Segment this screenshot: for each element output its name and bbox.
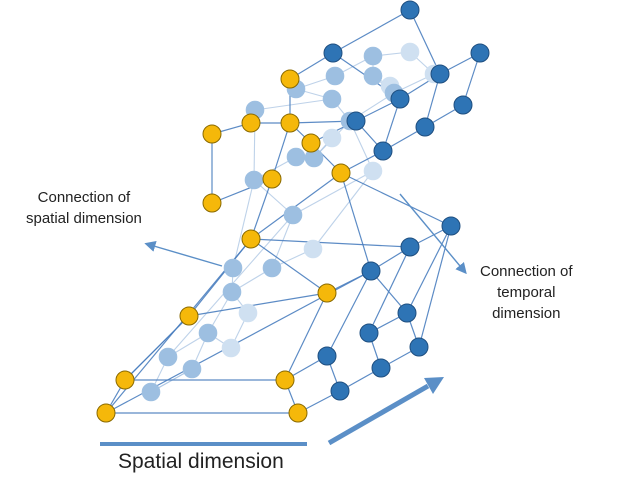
graph-edge-41 [418,225,452,348]
spatial-dimension-label: Spatial dimension [118,450,284,473]
faded-edge-24 [232,179,255,269]
faded-node [182,359,202,379]
temporal-node [400,0,420,20]
spatial-node [179,306,199,326]
spatial-node [280,113,300,133]
spatial-connection-pointer [144,240,223,267]
faded-node [158,347,178,367]
graph-edge-32 [368,246,411,334]
faded-node [222,282,242,302]
faint-node [363,161,383,181]
graph-edge-18 [409,9,441,75]
faded-node [325,66,345,86]
temporal-direction-arrowhead [424,377,444,394]
spatial-node [331,163,351,183]
faint-node [400,42,420,62]
temporal-connection-label-line1: Connection of [480,263,573,280]
temporal-connection-label-line2: temporal [497,284,556,301]
spatial-connection-label: Connection of spatial dimension [26,187,142,229]
graph-edge-33 [326,270,372,357]
graph-edge-54 [250,238,411,248]
spatial-node [288,403,308,423]
spatial-node [96,403,116,423]
faded-edge-9 [271,214,294,269]
spatial-node [301,133,321,153]
faded-edge-3 [254,98,333,111]
temporal-node [359,323,379,343]
temporal-connection-label-line3: dimension [492,305,561,322]
graph-edge-47 [284,292,328,381]
faded-node [262,258,282,278]
temporal-node [323,43,343,63]
temporal-node [400,237,420,257]
temporal-node [373,141,393,161]
faded-node [223,258,243,278]
graph-edge-8 [250,178,273,240]
spatial-node [317,283,337,303]
spatial-node [280,69,300,89]
temporal-node [330,381,350,401]
temporal-node [397,303,417,323]
graph-edge-30 [406,225,452,314]
faint-node [303,239,323,259]
annotation-arrows [100,193,467,446]
faded-node [198,323,218,343]
faint-node [322,128,342,148]
graph-edge-17 [332,9,411,54]
temporal-node [390,89,410,109]
faint-node [221,338,241,358]
faded-node [363,46,383,66]
spatial-node [115,370,135,390]
faded-node [283,205,303,225]
graph-edge-43 [340,172,452,227]
spatial-connection-label-line2: spatial dimension [26,210,142,227]
spatial-node [241,113,261,133]
spatial-node [202,193,222,213]
spatial-connection-label-line1: Connection of [37,189,131,206]
temporal-node [441,216,461,236]
faded-node [322,89,342,109]
spatial-node [262,169,282,189]
temporal-node [409,337,429,357]
graph-edge-56 [340,172,372,272]
graph-edge-53 [188,292,328,317]
faded-edge-17 [312,170,374,250]
graph-edge-9 [250,238,328,294]
temporal-node [317,346,337,366]
temporal-node [361,261,381,281]
graph-nodes [96,0,490,423]
graph-edge-6 [271,122,291,180]
graph-edge-16 [124,315,190,381]
faint-node [238,303,258,323]
temporal-node [453,95,473,115]
faded-node [244,170,264,190]
temporal-direction-arrow [327,383,430,446]
faded-node [363,66,383,86]
graph-edge-15 [250,172,342,240]
temporal-node [430,64,450,84]
faded-node [286,147,306,167]
spatial-node [202,124,222,144]
spatial-node [275,370,295,390]
temporal-connection-label: Connection of temporal dimension [480,261,573,324]
faded-node [141,382,161,402]
graph-edge-7 [211,178,273,204]
temporal-node [346,111,366,131]
spatial-node [241,229,261,249]
faded-edge-19 [292,170,374,216]
temporal-node [415,117,435,137]
temporal-connection-pointer [399,193,467,275]
temporal-node [371,358,391,378]
temporal-node [470,43,490,63]
